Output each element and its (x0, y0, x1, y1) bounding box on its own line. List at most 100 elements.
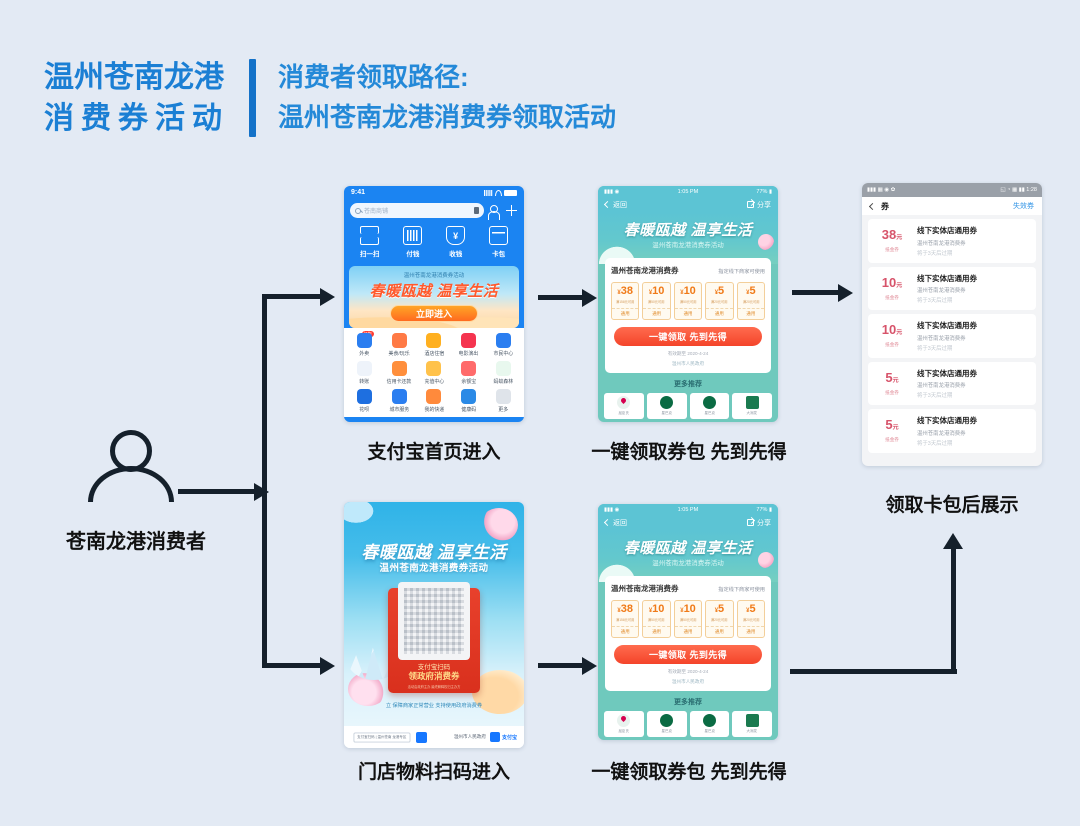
coupon-navbar: 返回 分享 (598, 197, 778, 212)
expired-coupons-link[interactable]: 失效券 (1013, 203, 1034, 210)
search-input[interactable]: 苍南商铺 (350, 203, 484, 218)
coupon-card-note: 指定线下商家可使用 (718, 587, 765, 593)
merchant-card-2[interactable]: 星巴克 (689, 711, 730, 737)
coupon-tag: 通用 (737, 626, 765, 635)
merchant-card-3[interactable]: 大润发 (732, 393, 772, 419)
back-button[interactable]: 返回 (603, 200, 627, 210)
claim-coupons-button[interactable]: 一键领取 先到先得 (614, 327, 762, 346)
quick-actions: 扫一扫 付钱 收钱 卡包 (344, 220, 524, 266)
app-icon-7[interactable]: 充值中心 (417, 361, 452, 385)
coupon-tag: 通用 (612, 308, 639, 317)
qr-code-icon[interactable] (398, 582, 470, 660)
merchant-row: 屈臣氏星巴克星巴克大润发 (598, 393, 778, 419)
merchant-card-2[interactable]: 星巴克 (689, 393, 730, 419)
caption-alipay-home: 支付宝首页进入 (367, 442, 501, 463)
app-icon-11[interactable]: 城市服务 (382, 389, 417, 413)
app-icon-6[interactable]: 信用卡还款 (382, 361, 417, 385)
share-button[interactable]: 分享 (747, 200, 771, 210)
plus-icon[interactable] (505, 204, 518, 217)
wallet-title: 券 (881, 201, 889, 211)
app-icon-4[interactable]: 市民中心 (486, 333, 521, 357)
caption-wallet: 领取卡包后展示 (885, 495, 1019, 516)
wallet-status-right: ◱ ◔ ▦ ▮▮ 1:28 (1000, 187, 1037, 193)
wallet-coupon-info: 线下实体店通用券温州苍南龙港消费券将于3天后过期 (917, 320, 977, 352)
add-friend-icon[interactable] (488, 204, 501, 220)
wallet-coupon-row[interactable]: 38元抵金券线下实体店通用券温州苍南龙港消费券将于3天后过期 (868, 219, 1036, 263)
app-label: 城市服务 (389, 407, 410, 413)
poster-footer-left: 支付宝扫码 | 温州苍南 龙港专区 (351, 731, 427, 743)
connector-branch-top (262, 294, 324, 299)
app-icon-9[interactable]: 蚂蚁森林 (486, 361, 521, 385)
wallet-navbar: 券 失效券 (862, 197, 1042, 215)
envelope-note: 活动由政府主办 最终解释权归主办方 (407, 685, 461, 689)
status-carrier: ▮▮▮ ◉ (604, 506, 620, 513)
merchant-card-3[interactable]: 大润发 (732, 711, 772, 737)
merchant-card-1[interactable]: 星巴克 (646, 711, 687, 737)
wallet-coupon-sub: 温州苍南龙港消费券 (917, 430, 966, 437)
app-icon-3[interactable]: 电影演出 (451, 333, 486, 357)
wallet-coupon-amount-box: 5元抵金券 (875, 418, 909, 443)
app-icon-10[interactable]: 花呗 (347, 389, 382, 413)
poster-issuer: 温州市人民政府 (453, 734, 486, 739)
coupon-condition: 满20元可用 (711, 300, 728, 304)
wallet-coupon-amount-box: 38元抵金券 (875, 228, 909, 253)
promo-banner[interactable]: 温州苍南龙港消费券活动 春暖瓯越 温享生活 立即进入 (349, 266, 519, 328)
coupon-condition: 满50元可用 (679, 618, 697, 622)
quick-action-receive[interactable]: 收钱 (446, 226, 466, 258)
app-label: 充值中心 (424, 379, 444, 385)
poster-note: 立 保障商家正常营业 支持使用政府消费券 (385, 703, 483, 709)
app-glyph-icon (391, 361, 407, 376)
app-icon-12[interactable]: 我的快递 (417, 389, 452, 413)
app-icon-2[interactable]: 酒店住宿 (417, 333, 452, 357)
wallet-coupon-row[interactable]: 5元抵金券线下实体店通用券温州苍南龙港消费券将于3天后过期 (868, 409, 1036, 453)
app-icon-13[interactable]: 健康码 (451, 389, 486, 413)
merchant-card-0[interactable]: 屈臣氏 (604, 711, 644, 737)
consumer-label: 苍南龙港消费者 (66, 531, 206, 553)
app-icon-5[interactable]: 转账 (347, 361, 382, 385)
more-recommend-title: 更多推荐 (674, 699, 702, 706)
status-battery: 77% ▮ (756, 188, 772, 195)
merchant-card-1[interactable]: 星巴克 (646, 393, 687, 419)
coupon-currency: ¥ (714, 608, 719, 614)
chevron-left-icon[interactable] (868, 202, 877, 210)
app-glyph-icon (496, 361, 512, 376)
app-glyph-icon (356, 333, 372, 348)
back-button[interactable]: 返回 (603, 518, 627, 528)
app-icon-14[interactable]: 更多 (486, 389, 521, 413)
claim-coupons-button[interactable]: 一键领取 先到先得 (614, 645, 762, 664)
merchant-card-0[interactable]: 屈臣氏 (604, 393, 644, 419)
quick-action-pay[interactable]: 付钱 (403, 226, 423, 258)
app-icon-1[interactable]: 美食/玩乐 (382, 333, 417, 357)
share-button[interactable]: 分享 (747, 518, 771, 528)
envelope-line2: 领政府消费券 (408, 671, 460, 681)
app-icon-8[interactable]: 余额宝 (451, 361, 486, 385)
receive-money-icon (446, 226, 466, 245)
poster-footer-right: 温州市人民政府 支付宝 (454, 732, 517, 742)
wallet-coupon-row[interactable]: 5元抵金券线下实体店通用券温州苍南龙港消费券将于3天后过期 (868, 361, 1036, 405)
app-label: 我的快递 (424, 407, 444, 413)
app-label: 外卖 (359, 351, 370, 357)
quick-action-card[interactable]: 卡包 (489, 226, 509, 258)
app-icon-0[interactable]: 红包外卖 (347, 331, 382, 357)
wallet-coupon-amount: 38元 (881, 227, 903, 243)
quick-action-label: 收钱 (449, 251, 463, 258)
back-label: 返回 (613, 201, 627, 209)
camera-icon[interactable] (474, 207, 479, 214)
wallet-coupon-row[interactable]: 10元抵金券线下实体店通用券温州苍南龙港消费券将于3天后过期 (868, 266, 1036, 310)
merchant-row: 屈臣氏星巴克星巴克大润发 (598, 711, 778, 737)
wallet-coupon-title: 线下实体店通用券 (917, 226, 977, 235)
quick-action-scan[interactable]: 扫一扫 (360, 226, 379, 258)
wallet-coupon-row[interactable]: 10元抵金券线下实体店通用券温州苍南龙港消费券将于3天后过期 (868, 314, 1036, 358)
banner-enter-button[interactable]: 立即进入 (390, 305, 478, 322)
